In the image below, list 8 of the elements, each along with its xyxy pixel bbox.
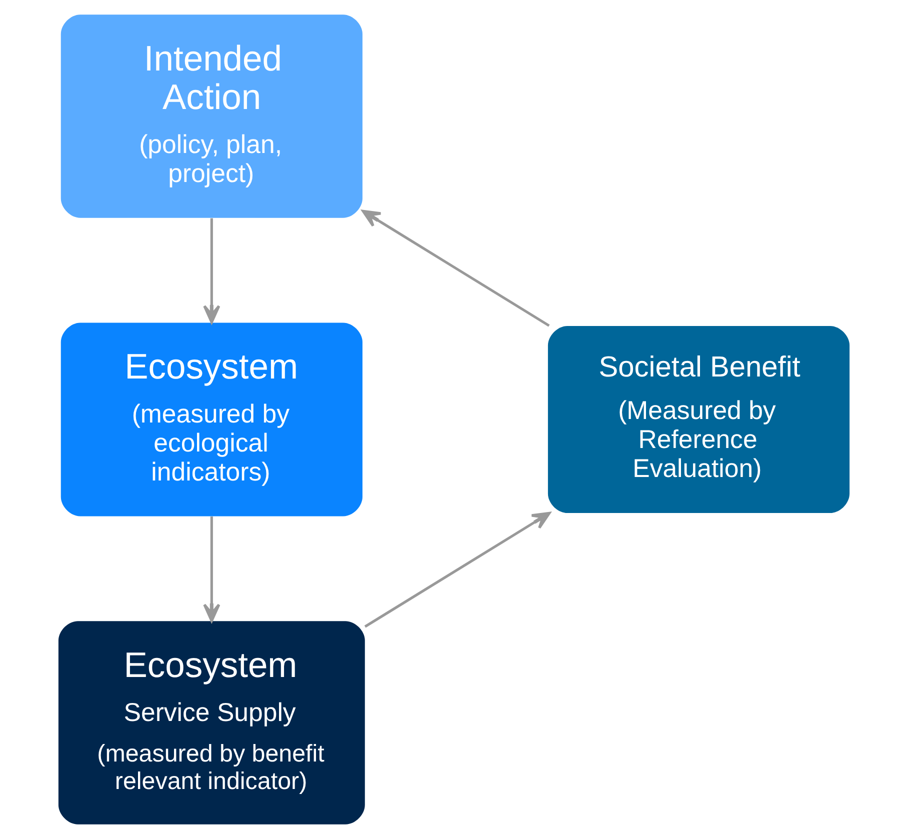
arrow <box>202 218 220 324</box>
node-box: Ecosystem Service Supply (measured by benefit relevant indicator) <box>58 621 364 824</box>
node-box: Societal Benefit (Measured by Reference Evaluation) <box>547 326 850 514</box>
arrow <box>202 516 220 622</box>
node-box: Ecosystem (measured by ecological indicators) <box>60 322 362 516</box>
arrow <box>364 512 550 628</box>
node-box: Intended Action (policy, plan, project) <box>60 14 362 218</box>
arrow <box>361 210 550 327</box>
